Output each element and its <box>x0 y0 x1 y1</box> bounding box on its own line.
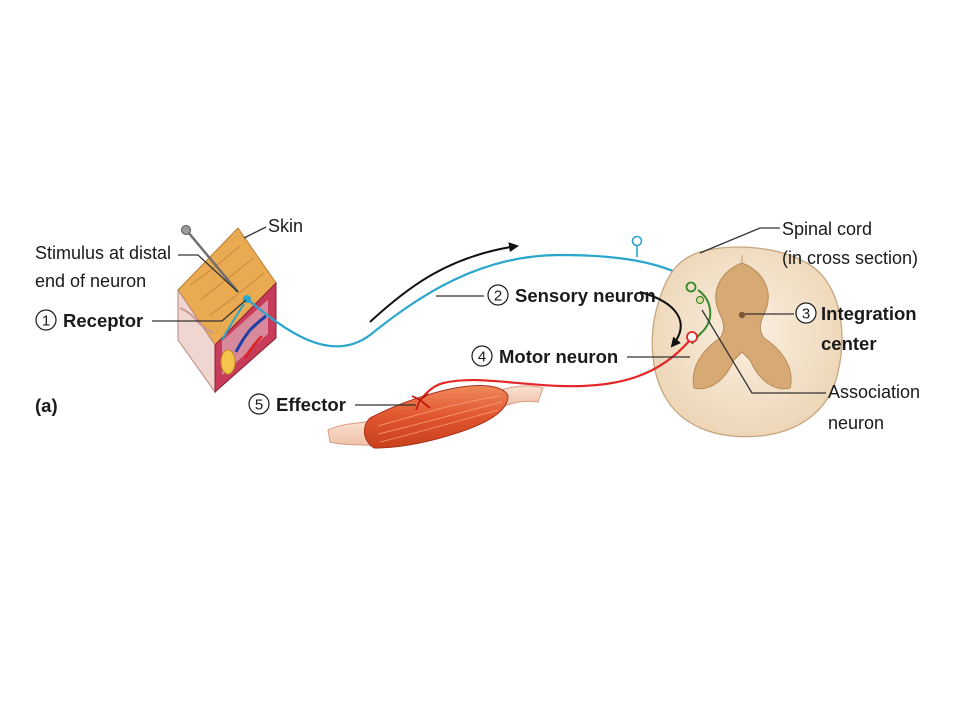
integration-direction-arrow <box>639 291 682 348</box>
step-3-number: 3 <box>802 306 810 323</box>
stimulus-label-line1: Stimulus at distal <box>35 243 171 263</box>
sensory-neuron-label: Sensory neuron <box>515 285 656 306</box>
step-4-badge <box>471 345 493 367</box>
association-label-line1: Association <box>828 382 920 402</box>
receptor-step: 1 Receptor <box>35 309 143 331</box>
step-4-number: 4 <box>478 349 486 366</box>
skin-label: Skin <box>268 216 303 236</box>
association-label-line2: neuron <box>828 413 884 433</box>
pin-icon <box>181 225 239 293</box>
stimulus-leader <box>178 254 239 293</box>
spinal-cord-label-line2: (in cross section) <box>782 248 918 268</box>
receptor-leader <box>152 299 247 322</box>
spinal-cord-label-line1: Spinal cord <box>782 219 872 239</box>
step-5-badge <box>248 393 270 415</box>
receptor-label: Receptor <box>63 310 143 331</box>
spinal-cord-leader <box>699 227 780 254</box>
sensory-cell-body <box>631 235 643 257</box>
motor-step: 4 Motor neuron <box>471 345 618 367</box>
step-2-number: 2 <box>494 288 502 305</box>
motor-neuron-axon <box>419 339 691 401</box>
sensory-neuron-axon <box>246 253 693 348</box>
association-leader <box>701 309 826 394</box>
muscle-effector <box>327 385 544 449</box>
sensory-direction-arrow <box>369 242 519 323</box>
skin-leader <box>243 226 267 239</box>
integration-label-line2: center <box>821 333 877 354</box>
gray-matter <box>692 262 792 390</box>
step-3-badge <box>795 302 817 324</box>
effector-label: Effector <box>276 394 346 415</box>
stimulus-label-line2: end of neuron <box>35 271 146 291</box>
sensory-step: 2 Sensory neuron <box>487 284 656 306</box>
motor-cell-body <box>686 331 698 343</box>
panel-label: (a) <box>35 395 58 416</box>
step-1-number: 1 <box>42 313 50 330</box>
step-2-badge <box>487 284 509 306</box>
integration-step: 3 Integration center <box>795 302 917 354</box>
effector-step: 5 Effector <box>248 393 346 415</box>
motor-neuron-label: Motor neuron <box>499 346 618 367</box>
integration-label-line1: Integration <box>821 303 917 324</box>
step-5-number: 5 <box>255 397 263 414</box>
spinal-cord-cross-section <box>651 246 843 438</box>
step-1-badge <box>35 309 57 331</box>
